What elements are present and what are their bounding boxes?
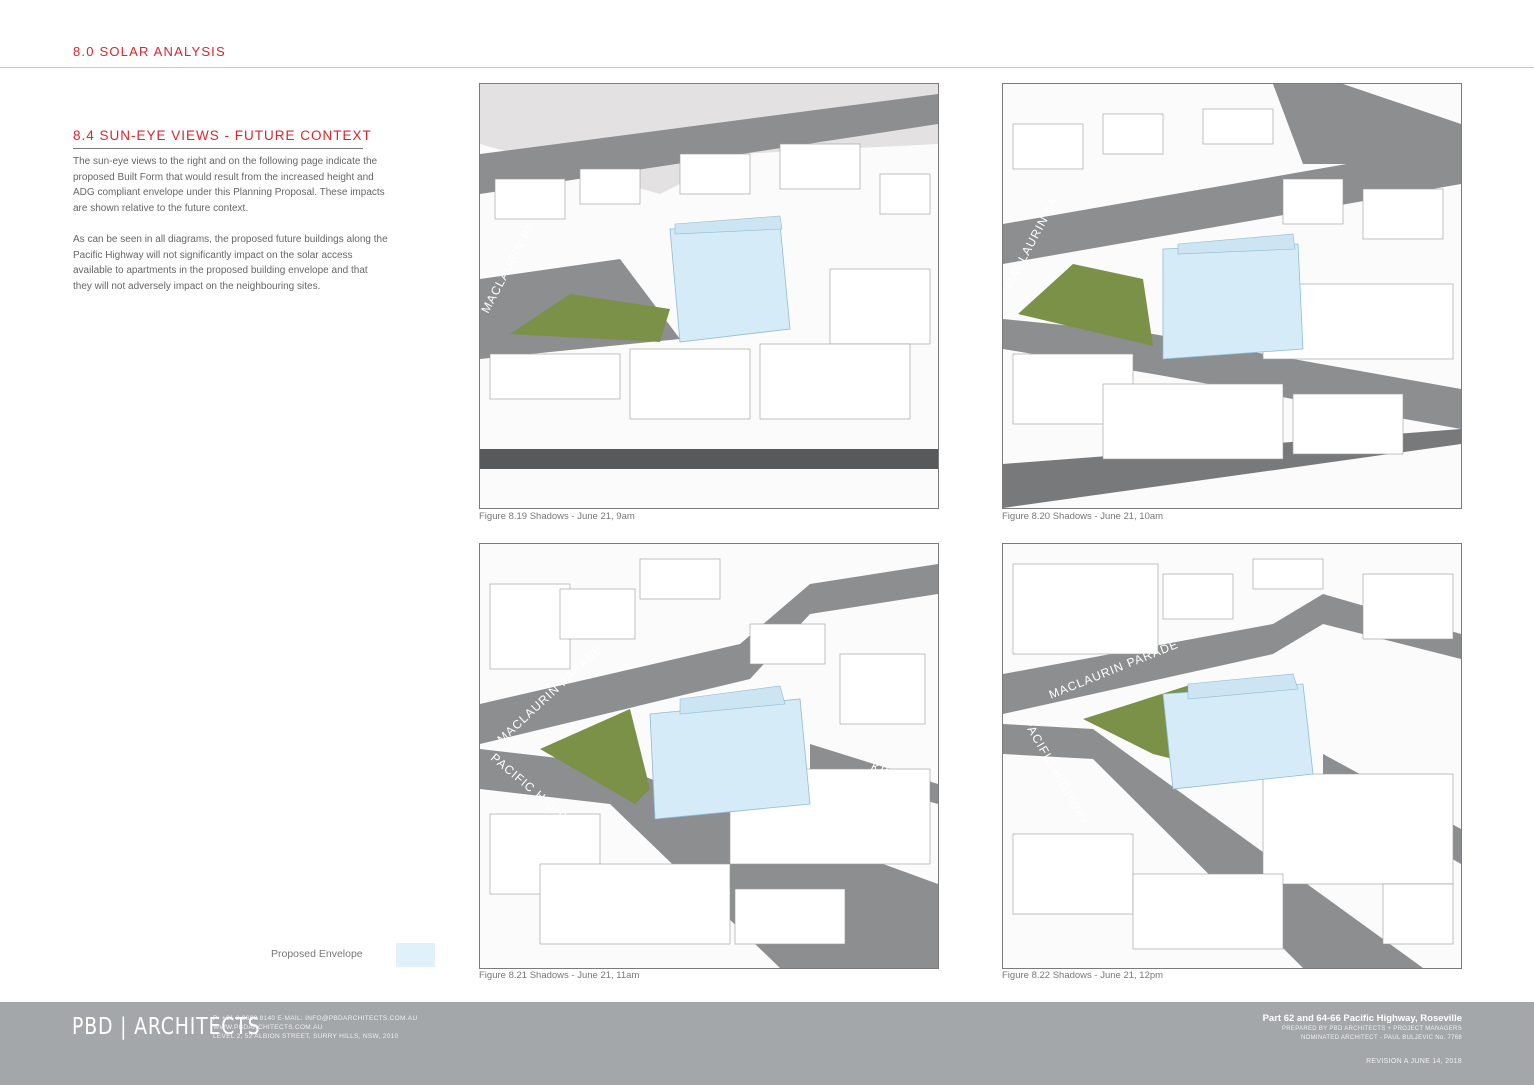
subsection-title: 8.4 SUN-EYE VIEWS - FUTURE CONTEXT bbox=[73, 128, 372, 143]
footer-project-title: Part 62 and 64-66 Pacific Highway, Rosev… bbox=[1262, 1013, 1462, 1024]
legend-label: Proposed Envelope bbox=[271, 948, 363, 960]
figure-820-shadows-10am: MACLAURIN PA KIN LANE bbox=[1002, 83, 1462, 509]
sun-eye-view-10am-image: MACLAURIN PA KIN LANE bbox=[1003, 84, 1461, 508]
figure-822-caption: Figure 8.22 Shadows - June 21, 12pm bbox=[1002, 970, 1164, 981]
sun-eye-view-12pm-image: MACLAURIN PARADE PACIFIC HIGHWAY RKIN LA… bbox=[1003, 544, 1461, 968]
sun-eye-view-11am-image: MACLAURIN PARADE PACIFIC HIGHWAY KIN LAN… bbox=[480, 544, 938, 968]
section-title: 8.0 SOLAR ANALYSIS bbox=[73, 44, 226, 59]
pbd-architects-logo: PBD | ARCHITECTS bbox=[72, 1014, 261, 1040]
intro-paragraph-2: As can be seen in all diagrams, the prop… bbox=[73, 234, 388, 292]
intro-paragraph-1: The sun-eye views to the right and on th… bbox=[73, 156, 385, 214]
figure-821-caption: Figure 8.21 Shadows - June 21, 11am bbox=[479, 970, 640, 981]
figure-819-caption: Figure 8.19 Shadows - June 21, 9am bbox=[479, 511, 635, 522]
footer-revision: REVISION A JUNE 14, 2018 bbox=[1366, 1058, 1462, 1065]
sun-eye-view-9am-image: MACLAURIN PA bbox=[480, 84, 938, 508]
footer-contact-phone-email: P: +61 2 9698 8140 E-MAIL: INFO@PBDARCHI… bbox=[213, 1015, 418, 1022]
footer-contact-website: WWW.PBDARCHITECTS.COM.AU bbox=[213, 1024, 323, 1031]
figure-821-shadows-11am: MACLAURIN PARADE PACIFIC HIGHWAY KIN LAN… bbox=[479, 543, 939, 969]
header-divider bbox=[0, 67, 1534, 68]
footer-bar bbox=[0, 1002, 1534, 1085]
footer-contact-address: LEVEL 2, 52 ALBION STREET, SURRY HILLS, … bbox=[213, 1033, 399, 1040]
legend-swatch-proposed-envelope bbox=[396, 943, 435, 967]
subsection-underline bbox=[73, 148, 363, 149]
footer-nominated-architect: NOMINATED ARCHITECT - PAUL BULJEVIC No. … bbox=[1300, 1035, 1462, 1041]
figure-820-caption: Figure 8.20 Shadows - June 21, 10am bbox=[1002, 511, 1164, 522]
footer-prepared-by: PREPARED BY PBD ARCHITECTS + PROJECT MAN… bbox=[1281, 1026, 1462, 1032]
figure-819-shadows-9am: MACLAURIN PA bbox=[479, 83, 939, 509]
figure-822-shadows-12pm: MACLAURIN PARADE PACIFIC HIGHWAY RKIN LA… bbox=[1002, 543, 1462, 969]
